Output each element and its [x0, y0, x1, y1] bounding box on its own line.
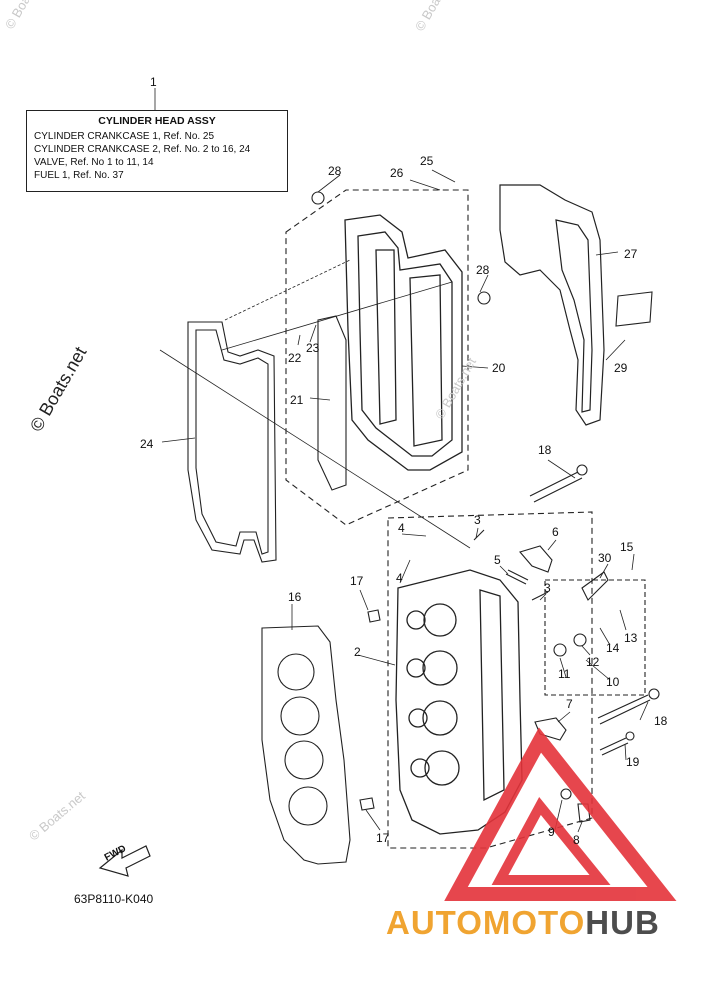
callout-19: 19 — [626, 755, 640, 769]
callout-20: 20 — [492, 361, 506, 375]
callout-12: 12 — [586, 655, 600, 669]
bolt-5 — [505, 569, 529, 585]
callout-9: 9 — [548, 825, 555, 839]
diagram-part-code: 63P8110-K040 — [74, 892, 154, 906]
callout-2: 2 — [354, 645, 361, 659]
washer-9 — [560, 788, 572, 800]
callout-5: 5 — [494, 553, 501, 567]
sensor-30 — [581, 571, 609, 601]
ref-box-line: FUEL 1, Ref. No. 37 — [34, 170, 124, 181]
callout-23: 23 — [306, 341, 320, 355]
callout-7: 7 — [566, 697, 573, 711]
ref-box-line: VALVE, Ref. No 1 to 11, 14 — [34, 157, 154, 168]
gasket-21 — [317, 315, 347, 491]
callout-29: 29 — [614, 361, 628, 375]
pipe-3 — [473, 529, 549, 601]
callout-10: 10 — [606, 675, 620, 689]
callout-24: 24 — [140, 437, 154, 451]
callout-6: 6 — [552, 525, 559, 539]
dowel-17-top — [367, 609, 381, 623]
fwd-arrow-icon — [98, 845, 151, 877]
callout-3: 3 — [474, 513, 481, 527]
plug-28-mid — [477, 291, 491, 305]
ref-box-title: CYLINDER HEAD ASSY — [98, 115, 216, 127]
gasket-24 — [187, 321, 277, 563]
callout-17: 17 — [350, 574, 364, 588]
automotohub-logo-icon — [444, 727, 677, 901]
callout-28: 28 — [328, 164, 342, 178]
callout-18: 18 — [654, 714, 668, 728]
head-cover-20 — [344, 214, 463, 471]
dowel-17-bottom — [359, 797, 375, 811]
seal-12 — [573, 633, 587, 647]
callout-25: 25 — [420, 154, 434, 168]
dashed-box-upper — [285, 189, 469, 526]
callout-4: 4 — [398, 521, 405, 535]
bolt-18-top-head — [576, 464, 588, 476]
plug-28-top — [311, 191, 325, 205]
dashed-box-valve — [544, 579, 646, 696]
callout-30: 30 — [598, 551, 612, 565]
callout-11: 11 — [558, 667, 571, 681]
callout-15: 15 — [620, 540, 634, 554]
callout-27: 27 — [624, 247, 638, 261]
label-plate-29 — [615, 291, 653, 327]
bracket-6 — [519, 545, 553, 573]
callout-21: 21 — [290, 393, 304, 407]
brand-part2: HUB — [585, 904, 660, 941]
ref-box-line: CYLINDER CRANKCASE 2, Ref. No. 2 to 16, … — [34, 144, 251, 155]
callout-4: 4 — [396, 571, 403, 585]
leader-lines — [154, 88, 649, 833]
plug-11 — [553, 643, 567, 657]
bolt-18-right — [597, 694, 651, 725]
cylinder-head-assy-box: CYLINDER HEAD ASSY CYLINDER CRANKCASE 1,… — [26, 110, 288, 192]
bolt-18-top — [529, 471, 583, 503]
dashed-box-lower — [387, 511, 593, 849]
callout-26: 26 — [390, 166, 404, 180]
callout-16: 16 — [288, 590, 302, 604]
bolt-19 — [599, 737, 629, 756]
cover-27 — [499, 184, 605, 426]
callout-8: 8 — [573, 833, 580, 847]
bolt-18-right-head — [648, 688, 660, 700]
ref-box-line: CYLINDER CRANKCASE 1, Ref. No. 25 — [34, 131, 215, 142]
callout-3: 3 — [544, 581, 551, 595]
head-gasket-16 — [261, 625, 351, 865]
brand-part1: AUTOMOTO — [386, 904, 586, 941]
callout-18: 18 — [538, 443, 552, 457]
automotohub-brand: AUTOMOTOHUB — [386, 904, 660, 942]
bolt-19-head — [625, 731, 635, 741]
callout-17: 17 — [376, 831, 390, 845]
callout-14: 14 — [606, 641, 620, 655]
callout-28: 28 — [476, 263, 490, 277]
callout-13: 13 — [624, 631, 638, 645]
callout-22: 22 — [288, 351, 302, 365]
callout-1: 1 — [150, 75, 157, 89]
